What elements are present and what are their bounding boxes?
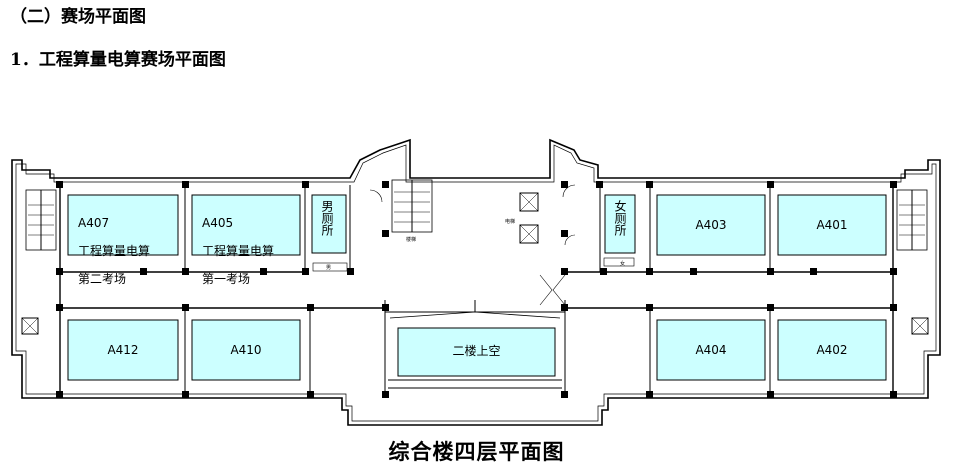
atrium-void [397, 327, 556, 377]
columns [56, 181, 897, 398]
room-a412-label: A412 [107, 343, 139, 357]
room-a410-label: A410 [230, 343, 262, 357]
stair-label: 楼梯 [406, 237, 417, 243]
elevator-label: 电梯 [505, 219, 516, 225]
room-note: 第二考场 [78, 272, 127, 286]
room-name: 工程算量电算 [202, 244, 275, 258]
women-toilet-label: 女厕所 [613, 200, 627, 236]
room-note: 第一考场 [202, 272, 251, 286]
room-a410 [191, 319, 301, 381]
floor-plan-heading: 1．工程算量电算赛场平面图 [10, 50, 226, 70]
room-a412 [67, 319, 179, 381]
room-a404-label: A404 [695, 343, 727, 357]
room-a405-label: A405 工程算量电算 第一考场 [202, 202, 274, 300]
room-name: 工程算量电算 [78, 244, 151, 258]
atrium-label: 二楼上空 [452, 344, 501, 358]
women-toilet [604, 194, 636, 254]
women-toilet-small-label: 女 [620, 261, 626, 267]
room-a407 [67, 194, 179, 256]
room-a403-label: A403 [695, 218, 727, 232]
room-a401-label: A401 [816, 218, 848, 232]
room-a403 [656, 194, 766, 256]
section-heading: （二）赛场平面图 [10, 7, 146, 27]
room-a404 [656, 319, 766, 381]
men-toilet-small-label: 男 [326, 265, 332, 271]
room-a402 [777, 319, 887, 381]
men-toilet [311, 194, 347, 254]
outer-wall-inner [15, 144, 937, 422]
plan-caption: 综合楼四层平面图 [388, 439, 565, 464]
room-a407-label: A407 工程算量电算 第二考场 [78, 202, 150, 300]
men-toilet-label: 男厕所 [320, 200, 334, 236]
room-a401 [777, 194, 887, 256]
room-a405 [191, 194, 301, 256]
room-code: A405 [202, 216, 234, 230]
outer-wall [11, 138, 941, 426]
room-a402-label: A402 [816, 343, 848, 357]
room-code: A407 [78, 216, 110, 230]
